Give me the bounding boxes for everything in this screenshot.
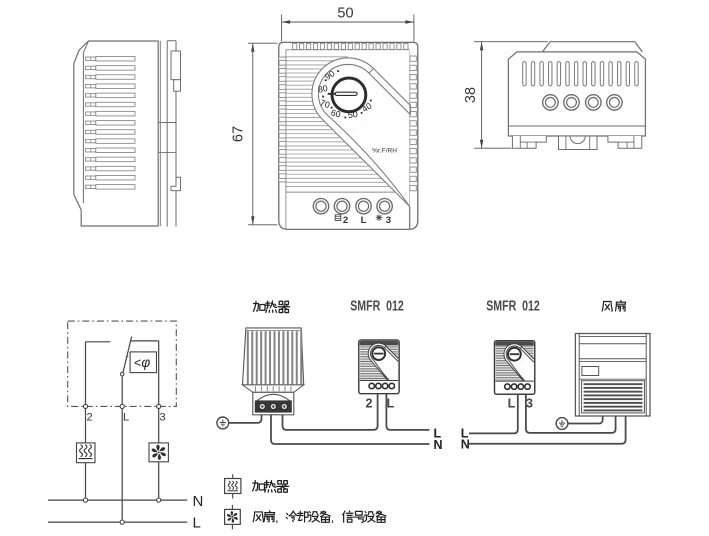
svg-text:2: 2 bbox=[343, 215, 348, 226]
svg-text:80: 80 bbox=[317, 83, 328, 95]
svg-text:50: 50 bbox=[337, 6, 353, 22]
svg-text:SMFR 012: SMFR 012 bbox=[350, 297, 404, 314]
svg-text:SMFR 012: SMFR 012 bbox=[486, 297, 540, 314]
svg-text:38: 38 bbox=[463, 87, 479, 103]
svg-text:L: L bbox=[508, 396, 516, 410]
svg-text:<φ: <φ bbox=[134, 355, 150, 370]
svg-text:L: L bbox=[361, 215, 367, 226]
svg-text:70: 70 bbox=[319, 97, 332, 110]
svg-text:N: N bbox=[461, 437, 470, 451]
svg-text:L: L bbox=[461, 427, 469, 441]
svg-text:L: L bbox=[387, 396, 395, 410]
svg-text:3: 3 bbox=[159, 412, 165, 424]
svg-text:N: N bbox=[434, 438, 443, 452]
svg-text:%r.F/RH: %r.F/RH bbox=[372, 148, 397, 155]
svg-text:2: 2 bbox=[86, 412, 92, 424]
svg-text:50: 50 bbox=[347, 109, 358, 120]
svg-text:L: L bbox=[434, 427, 442, 441]
svg-text:3: 3 bbox=[386, 215, 391, 226]
svg-text:L: L bbox=[123, 412, 129, 424]
svg-text:N: N bbox=[193, 493, 204, 510]
svg-text:3: 3 bbox=[526, 396, 533, 410]
svg-text:60: 60 bbox=[330, 107, 342, 119]
svg-text:2: 2 bbox=[366, 396, 373, 410]
svg-text:L: L bbox=[193, 514, 201, 531]
svg-text:67: 67 bbox=[231, 126, 247, 142]
